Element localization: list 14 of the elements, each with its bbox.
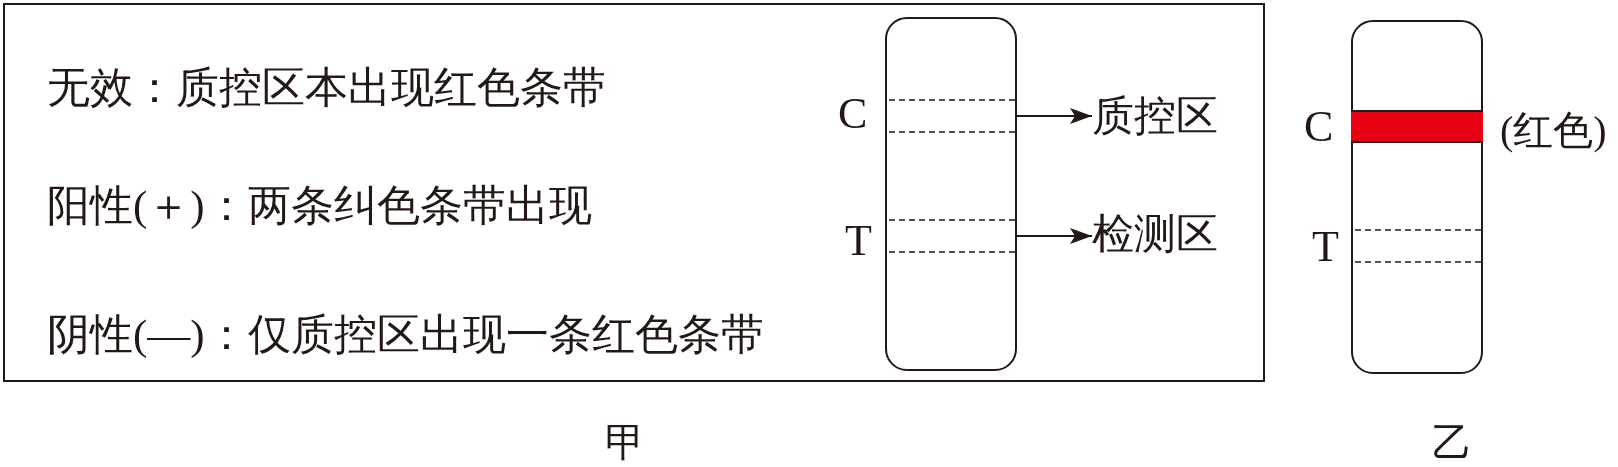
zone-letter: T bbox=[845, 219, 872, 263]
zone-letter: T bbox=[1312, 225, 1339, 269]
arrow bbox=[1016, 108, 1093, 124]
arrow bbox=[1016, 228, 1093, 244]
figure-caption: 乙 bbox=[1432, 423, 1472, 463]
result-rule-text: 阳性(＋)：两条纠色条带出现 bbox=[47, 184, 592, 227]
figure-caption: 甲 bbox=[605, 423, 645, 463]
band-note: (红色) bbox=[1500, 111, 1607, 151]
zone-letter: C bbox=[1304, 105, 1334, 149]
result-rule-text: 无效：质控区本出现红色条带 bbox=[47, 66, 606, 109]
zone-label: 检测区 bbox=[1092, 213, 1218, 255]
zone-letter: C bbox=[838, 92, 868, 136]
zone-label: 质控区 bbox=[1092, 95, 1218, 137]
result-rule-text: 阴性(—)：仅质控区出现一条红色条带 bbox=[47, 313, 764, 356]
